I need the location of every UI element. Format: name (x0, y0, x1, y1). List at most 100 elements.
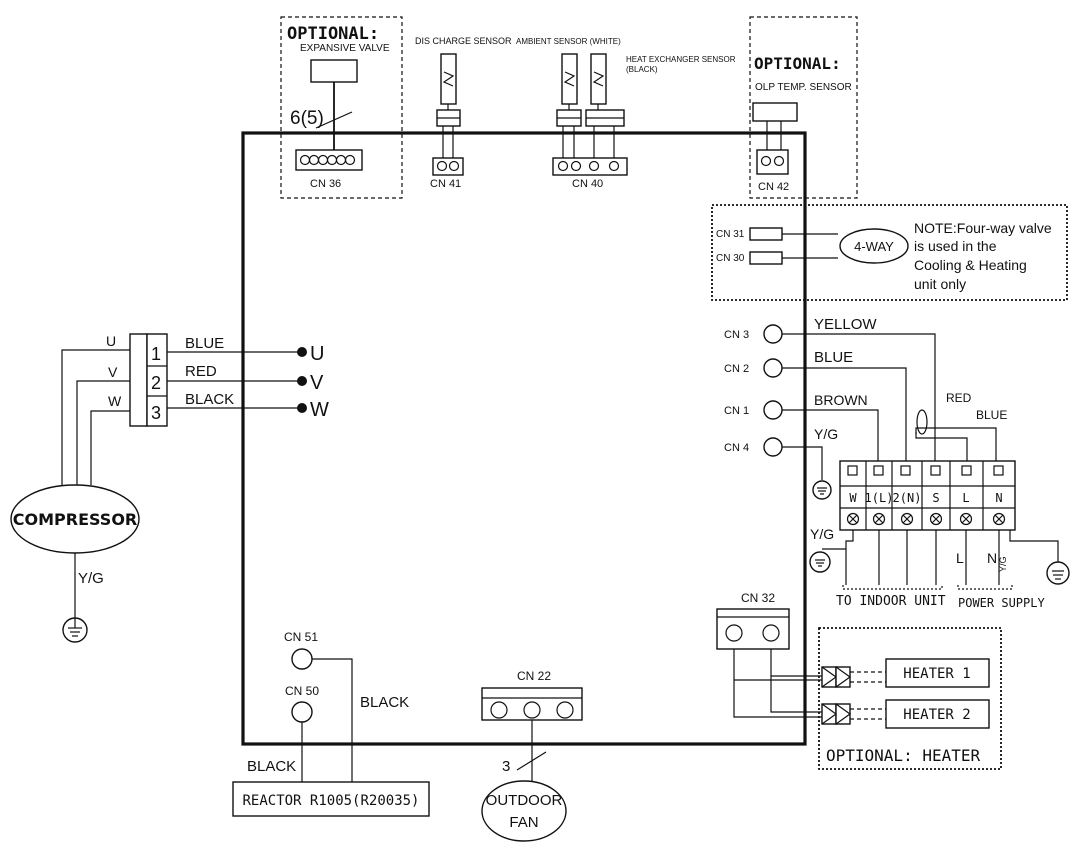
heater-2-label: HEATER 2 (903, 707, 970, 723)
cn22-connector (481, 687, 583, 721)
reactor (232, 781, 430, 817)
cn4-ground-icon (812, 480, 832, 500)
terminal-block (839, 460, 1016, 531)
heater1-connector (821, 666, 852, 688)
cn50-connector (291, 701, 313, 723)
cn32-label: CN 32 (741, 591, 775, 605)
four-way-note-1: NOTE:Four-way valve (914, 220, 1052, 236)
heat-exchanger-sensor-group: HEAT EXCHANGER SENSOR (BLACK) CN 40 (552, 53, 736, 190)
expansive-valve-body (310, 59, 358, 83)
to-indoor-unit-label: TO INDOOR UNIT (836, 594, 946, 609)
terminal-ground-icon (809, 551, 831, 573)
heat-exchanger-label-2: (BLACK) (626, 65, 658, 74)
cn2-connector (763, 358, 783, 378)
cn2-label: CN 2 (724, 363, 749, 375)
four-way-note-4: unit only (914, 276, 966, 292)
compressor-group: 1 2 3 U V W COMPRESSOR Y/G BLUE RED BLAC… (10, 333, 329, 643)
cn50-label: CN 50 (285, 684, 319, 698)
terminal-2: 2 (151, 373, 161, 393)
cn4-label: CN 4 (724, 442, 749, 454)
heater-1-label: HEATER 1 (903, 666, 970, 682)
olp-optional-title: OPTIONAL: (754, 54, 841, 73)
discharge-sensor-label: DIS CHARGE SENSOR (415, 36, 512, 46)
power-ground-icon (1046, 561, 1070, 585)
olp-sensor-body (752, 102, 798, 122)
four-way-note-2: is used in the (914, 238, 997, 254)
four-way-note-3: Cooling & Heating (914, 257, 1027, 273)
reactor-wire-black-2: BLACK (247, 758, 296, 775)
terminal-1: 1 (151, 344, 161, 364)
compressor-ground-icon (62, 617, 88, 643)
cn1-connector (763, 400, 783, 420)
ps-n-label: N (987, 550, 997, 566)
cn32-connector (716, 608, 790, 650)
wire-blue-ps: BLUE (976, 408, 1007, 422)
ps-l-label: L (956, 550, 964, 566)
fan-group: CN 22 3 OUTDOOR FAN (481, 669, 583, 842)
cn30-connector (749, 251, 783, 265)
terminal-1l: 1(L) (865, 491, 894, 505)
phase-u: U (106, 333, 116, 349)
expansive-valve-label: EXPANSIVE VALVE (300, 43, 390, 54)
fan-label-2: FAN (509, 814, 538, 831)
fan-wire-count: 3 (502, 758, 510, 775)
four-way-label: 4-WAY (854, 239, 894, 254)
cn30-label: CN 30 (716, 253, 745, 264)
control-board (241, 131, 807, 746)
wire-black: BLACK (185, 391, 234, 408)
wire-yellow: YELLOW (814, 316, 877, 333)
expansive-wire-count: 6(5) (290, 108, 324, 129)
power-supply-label: POWER SUPPLY (958, 596, 1045, 610)
terminal-3: 3 (151, 403, 161, 423)
cn31-label: CN 31 (716, 229, 745, 240)
cn1-label: CN 1 (724, 405, 749, 417)
terminal-n: N (995, 491, 1002, 505)
four-way-valve (839, 228, 909, 264)
wire-yg-cn4: Y/G (814, 426, 838, 442)
board-terminal-w: W (310, 399, 329, 421)
olp-sensor-label: OLP TEMP. SENSOR (755, 82, 852, 93)
cn41-label: CN 41 (430, 178, 461, 190)
discharge-sensor-group: DIS CHARGE SENSOR CN 41 (415, 36, 512, 190)
terminal-2n: 2(N) (893, 491, 922, 505)
terminal-s: S (932, 491, 939, 505)
cn3-label: CN 3 (724, 329, 749, 341)
heater-group: CN 32 HEATER 1 HEATER 2 OPTIONAL: HEATER (716, 591, 1002, 770)
board-terminal-v: V (310, 372, 324, 394)
cn42-label: CN 42 (758, 181, 789, 193)
reactor-group: CN 51 BLACK CN 50 BLACK REACTOR R1005(R2… (232, 630, 430, 817)
reactor-wire-black-1: BLACK (360, 694, 409, 711)
heater2-connector (821, 703, 852, 725)
optional-expansive-valve-group: OPTIONAL: EXPANSIVE VALVE 6(5) CN 36 (280, 16, 403, 199)
board-terminal-u: U (310, 343, 324, 365)
cn40-label: CN 40 (572, 178, 603, 190)
heat-exchanger-label-1: HEAT EXCHANGER SENSOR (626, 55, 736, 64)
four-way-valve-group: CN 31 CN 30 4-WAY NOTE:Four-way valve is… (711, 204, 1068, 301)
cn3-connector (763, 324, 783, 344)
wire-red-ps: RED (946, 391, 972, 405)
phase-v: V (108, 364, 118, 380)
terminal-l: L (962, 491, 969, 505)
wire-blue: BLUE (185, 335, 224, 352)
optional-heater-label: OPTIONAL: HEATER (826, 746, 980, 765)
phase-w: W (108, 393, 122, 409)
heater-2 (885, 699, 990, 729)
cn4-connector (763, 437, 783, 457)
cn51-connector (291, 648, 313, 670)
cn36-label: CN 36 (310, 178, 341, 190)
terminal-block-group: W 1(L) 2(N) S L N Y/G (809, 460, 1070, 610)
cn22-label: CN 22 (517, 669, 551, 683)
cn31-connector (749, 227, 783, 241)
fan-label-1: OUTDOOR (486, 792, 563, 809)
ambient-sensor-group: AMBIENT SENSOR (WHITE) (516, 37, 621, 127)
wire-red: RED (185, 363, 217, 380)
heater-1 (885, 658, 990, 688)
cn36-connector (295, 149, 363, 171)
cn51-label: CN 51 (284, 630, 318, 644)
compressor-label: COMPRESSOR (13, 510, 138, 529)
optional-olp-group: OPTIONAL: OLP TEMP. SENSOR CN 42 (749, 16, 858, 199)
wire-blue-cn2: BLUE (814, 349, 853, 366)
ps-yg-label: Y/G (998, 556, 1008, 572)
terminal-ground-label: Y/G (810, 526, 834, 542)
